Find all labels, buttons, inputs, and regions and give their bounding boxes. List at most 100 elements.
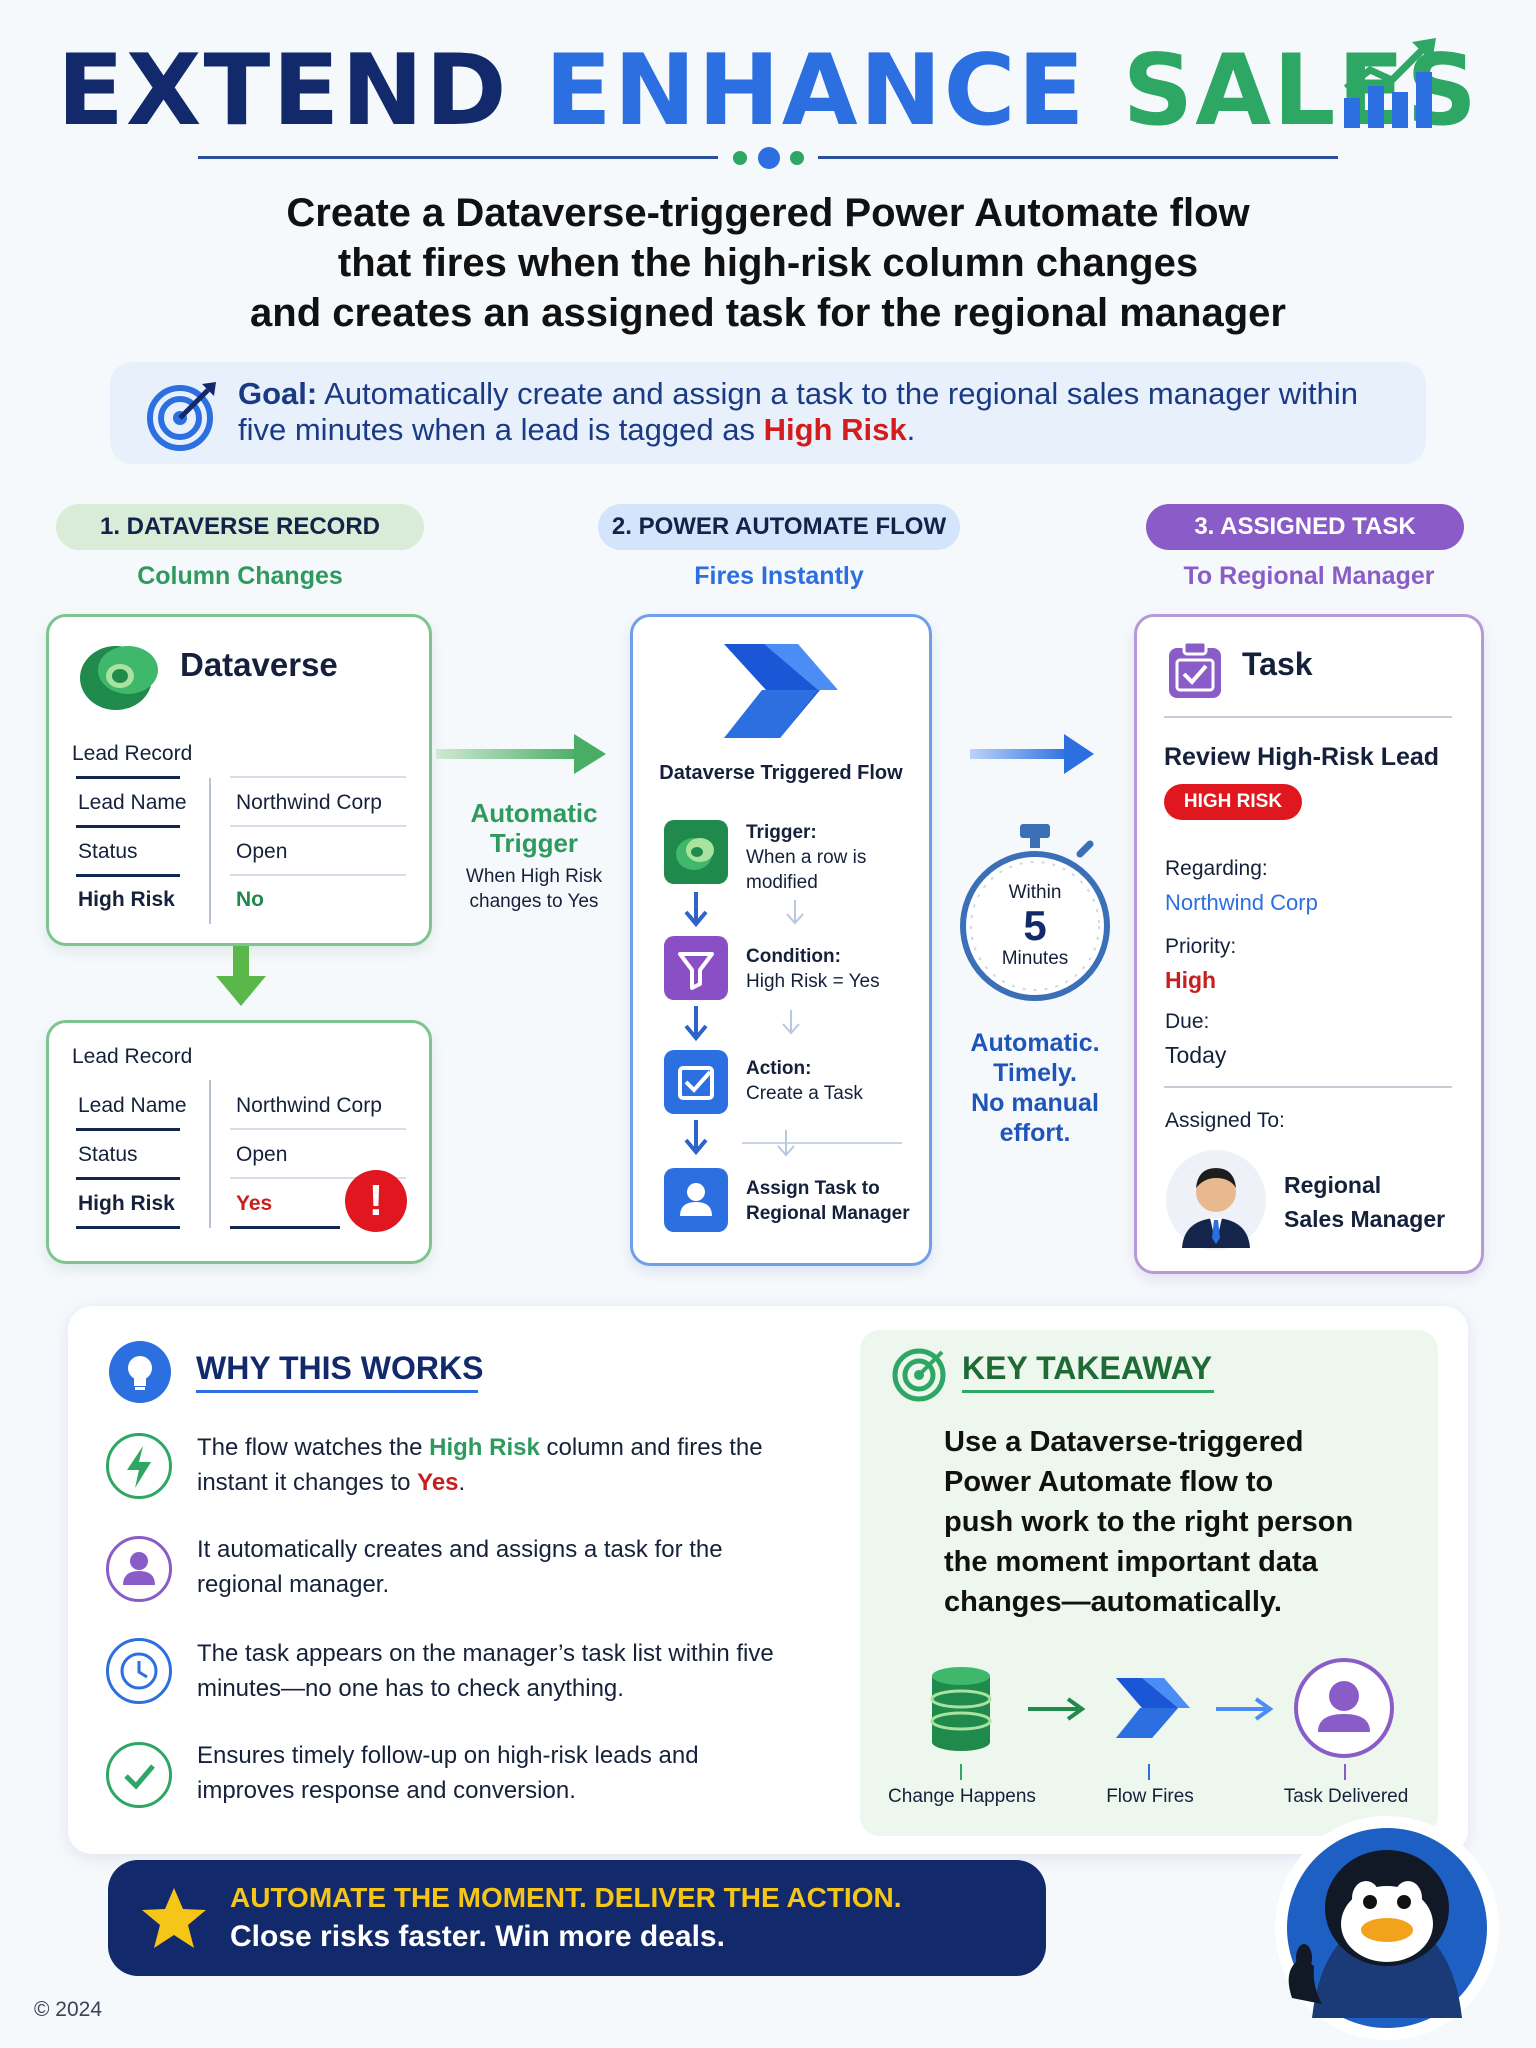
why-heading: WHY THIS WORKS: [196, 1350, 484, 1386]
lead-record-title: Lead Record: [72, 742, 193, 765]
header-divider-left: [198, 156, 718, 159]
row-divider: [76, 1128, 180, 1131]
heading-underline: [196, 1390, 478, 1393]
why-item-1: The flow watches the High Risk column an…: [197, 1430, 787, 1500]
field-value: Open: [236, 1143, 288, 1166]
flow-step-title: Condition:: [746, 946, 841, 967]
user-circle-icon: [1294, 1658, 1394, 1758]
task-divider: [1164, 1086, 1452, 1088]
manager-avatar: [1166, 1150, 1266, 1250]
flow-step-action: Action: Create a Task: [746, 1056, 863, 1106]
label-tick: [1148, 1764, 1150, 1780]
step-sub-2: Fires Instantly: [694, 562, 864, 590]
assigned-label: Assigned To:: [1165, 1109, 1285, 1132]
row-divider: [76, 1177, 180, 1180]
goal-period: .: [906, 412, 916, 447]
goal-description: Automatically create and assign a task t…: [238, 376, 1359, 447]
row-divider: [230, 1128, 406, 1130]
stopwatch-icon: [960, 824, 1110, 1001]
subtitle-line: and creates an assigned task for the reg…: [250, 291, 1286, 335]
goal-banner: [110, 362, 1426, 464]
connector-arrow-icon: [742, 1130, 902, 1157]
flow-to-task-arrow-icon: [970, 734, 1094, 774]
goal-label: Goal:: [238, 376, 318, 411]
connector-arrow-icon: [786, 900, 804, 925]
high-risk-yes-value: Yes: [236, 1192, 273, 1215]
down-arrow-icon: [216, 946, 266, 1006]
assign-step-icon: [664, 1168, 728, 1232]
database-icon: [930, 1667, 992, 1751]
trigger-desc-line: changes to Yes: [469, 891, 599, 912]
target-icon: [147, 382, 216, 451]
step-pill-3: 3. ASSIGNED TASK: [1146, 504, 1464, 550]
power-automate-logo-icon: [1116, 1678, 1190, 1738]
row-divider: [76, 776, 180, 779]
flow-title: Dataverse Triggered Flow: [659, 762, 903, 784]
subtitle-line: that fires when the high-risk column cha…: [337, 241, 1199, 285]
copyright: © 2024: [34, 1998, 103, 2021]
divider-dot: [733, 151, 747, 165]
takeaway-text: Use a Dataverse-triggered Power Automate…: [944, 1422, 1353, 1622]
flow-step-detail: modified: [746, 872, 818, 893]
down-arrow-icon: [684, 892, 708, 928]
regarding-value[interactable]: Northwind Corp: [1165, 890, 1318, 915]
column-divider: [209, 1080, 211, 1228]
why-highlight-high-risk: High Risk: [429, 1434, 540, 1461]
divider-dot: [790, 151, 804, 165]
field-value: Northwind Corp: [236, 1094, 382, 1117]
due-value: Today: [1165, 1042, 1227, 1068]
field-label: High Risk: [78, 888, 175, 911]
takeaway-line: changes—automatically.: [944, 1586, 1282, 1618]
growth-chart-icon: [1343, 38, 1436, 128]
goal-highlight: High Risk: [763, 412, 907, 447]
dataverse-title: Dataverse: [180, 646, 338, 683]
closing-banner: [108, 1860, 1046, 1976]
high-risk-badge: HIGH RISK: [1164, 784, 1302, 820]
timer-caption-line: Timely.: [993, 1059, 1077, 1087]
field-label: Lead Name: [78, 1094, 187, 1117]
flow-step-detail: Create a Task: [746, 1083, 863, 1104]
goal-text: Goal: Automatically create and assign a …: [238, 376, 1388, 448]
mini-flow-label: Change Happens: [888, 1786, 1036, 1807]
high-risk-no-value: No: [236, 888, 264, 911]
timer-within: Within: [1008, 882, 1062, 903]
trigger-title-line: Trigger: [489, 828, 579, 858]
column-divider: [209, 778, 211, 924]
why-text: The flow watches the: [197, 1434, 430, 1461]
subtitle: Create a Dataverse-triggered Power Autom…: [150, 188, 1386, 338]
label-tick: [960, 1764, 962, 1780]
why-item-2: It automatically creates and assigns a t…: [197, 1536, 723, 1598]
banner-headline: AUTOMATE THE MOMENT. DELIVER THE ACTION.: [230, 1882, 902, 1913]
header-divider-right: [818, 156, 1338, 159]
timer-caption-line: Automatic.: [970, 1029, 1100, 1057]
flow-step-condition: Condition: High Risk = Yes: [746, 944, 880, 994]
dataverse-logo-icon: [80, 646, 158, 710]
flow-step-detail: High Risk = Yes: [746, 971, 880, 992]
power-automate-logo-icon: [724, 644, 838, 738]
assignee-line: Regional: [1284, 1172, 1382, 1198]
trigger-desc-line: When High Risk: [465, 866, 603, 887]
regarding-label: Regarding:: [1165, 857, 1268, 880]
lead-record-title: Lead Record: [72, 1045, 193, 1068]
priority-value: High: [1165, 967, 1217, 993]
checkmark-icon: [106, 1742, 172, 1808]
task-divider: [1164, 716, 1452, 718]
takeaway-line: push work to the right person: [944, 1506, 1354, 1538]
flow-step-title: Trigger:: [746, 822, 817, 843]
row-divider: [230, 825, 406, 827]
task-header: Task: [1242, 646, 1313, 682]
action-step-icon: [664, 1050, 728, 1114]
takeaway-line: the moment important data: [944, 1546, 1318, 1578]
step-sub-3: To Regional Manager: [1183, 562, 1435, 590]
priority-label: Priority:: [1165, 935, 1237, 958]
lightning-icon: [106, 1433, 172, 1499]
row-divider: [76, 874, 180, 877]
field-label: Status: [78, 840, 138, 863]
assignee-name: Regional Sales Manager: [1284, 1168, 1445, 1236]
automatic-trigger-desc: When High Risk changes to Yes: [446, 864, 622, 914]
timer-number: 5: [1023, 902, 1047, 949]
flow-step-detail: When a row is: [746, 847, 867, 868]
row-divider: [76, 825, 180, 828]
field-label: Lead Name: [78, 791, 187, 814]
why-text: .: [458, 1469, 466, 1496]
